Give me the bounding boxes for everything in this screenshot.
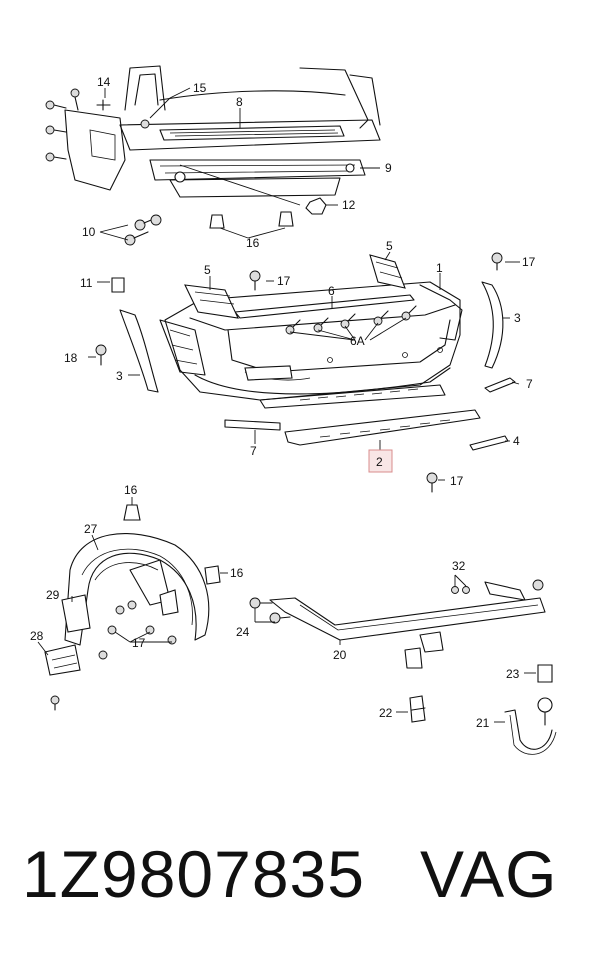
clip-16-liner-top <box>123 504 141 521</box>
strip-6 <box>234 294 415 319</box>
bolts-24 <box>249 579 544 624</box>
reflector-7-left <box>224 419 281 431</box>
bracket-28 <box>44 644 108 711</box>
callout-3: 3 <box>514 311 521 325</box>
cover-corner-1 <box>419 284 463 341</box>
callout-15: 15 <box>193 81 207 95</box>
brand-name: VAG <box>420 837 558 911</box>
liner-leaders <box>37 497 228 656</box>
clip-16-liner-side <box>204 565 221 585</box>
callout-17: 17 <box>277 274 291 288</box>
callout-22: 22 <box>379 706 393 720</box>
trim-strip-3-left <box>119 309 159 393</box>
callout-17: 17 <box>450 474 464 488</box>
callout-6: 6 <box>328 284 335 298</box>
bumper-cover <box>159 281 461 409</box>
bolts-17-18 <box>95 252 503 493</box>
clips-16-top <box>209 211 294 229</box>
callout-7: 7 <box>250 444 257 458</box>
callout-28: 28 <box>30 629 44 643</box>
callout-27: 27 <box>84 522 98 536</box>
callout-11: 11 <box>80 276 93 290</box>
bracket-5-right <box>369 254 406 289</box>
callout-5: 5 <box>204 263 211 277</box>
trim-strip-3-right <box>481 281 504 369</box>
bolts-10 <box>124 214 162 246</box>
callout-4: 4 <box>513 434 520 448</box>
reflector-4 <box>469 435 509 451</box>
nuts-32 <box>451 586 470 594</box>
parts-diagram: 14 15 8 9 12 10 16 5 17 11 5 17 1 6 3 6A… <box>30 65 557 755</box>
bracket-29 <box>61 594 91 633</box>
mid-leaders <box>88 251 520 481</box>
callout-29: 29 <box>46 588 60 602</box>
callout-12: 12 <box>342 198 356 212</box>
callout-21: 21 <box>476 716 490 730</box>
callout-23: 23 <box>506 667 520 681</box>
callout-18: 18 <box>64 351 78 365</box>
highlight-box <box>368 449 393 473</box>
callout-20: 20 <box>333 648 347 662</box>
callout-2-highlighted: 2 <box>376 455 383 469</box>
callout-6A: 6A <box>350 334 365 348</box>
towbar-leaders <box>254 574 536 723</box>
callout-16: 16 <box>230 566 244 580</box>
callout-10: 10 <box>82 225 96 239</box>
wiring-21 <box>504 709 557 755</box>
part-number: 1Z9807835 <box>22 837 365 911</box>
callout-32: 32 <box>452 559 466 573</box>
callout-3: 3 <box>116 369 123 383</box>
callout-17: 17 <box>132 636 146 650</box>
wheel-liner-27 <box>64 533 210 646</box>
callout-labels: 14 15 8 9 12 10 16 5 17 11 5 17 1 6 3 6A… <box>30 75 536 730</box>
callout-16: 16 <box>124 483 138 497</box>
callout-1: 1 <box>436 261 443 275</box>
callout-17: 17 <box>522 255 536 269</box>
rear-body-panel <box>64 65 381 198</box>
callout-16: 16 <box>246 236 260 250</box>
callout-8: 8 <box>236 95 243 109</box>
reflector-7-right <box>484 377 516 393</box>
callout-5: 5 <box>386 239 393 253</box>
top-leaders <box>99 87 380 241</box>
towbar-20 <box>269 581 546 669</box>
callout-14: 14 <box>97 75 111 89</box>
screws-6A <box>285 305 417 341</box>
nut-12 <box>305 197 327 215</box>
callout-9: 9 <box>385 161 392 175</box>
diffuser-2 <box>284 409 481 446</box>
callout-24: 24 <box>236 625 250 639</box>
bolts-top-left <box>45 88 150 162</box>
tow-ball-23 <box>537 664 553 726</box>
callout-7: 7 <box>526 377 533 391</box>
